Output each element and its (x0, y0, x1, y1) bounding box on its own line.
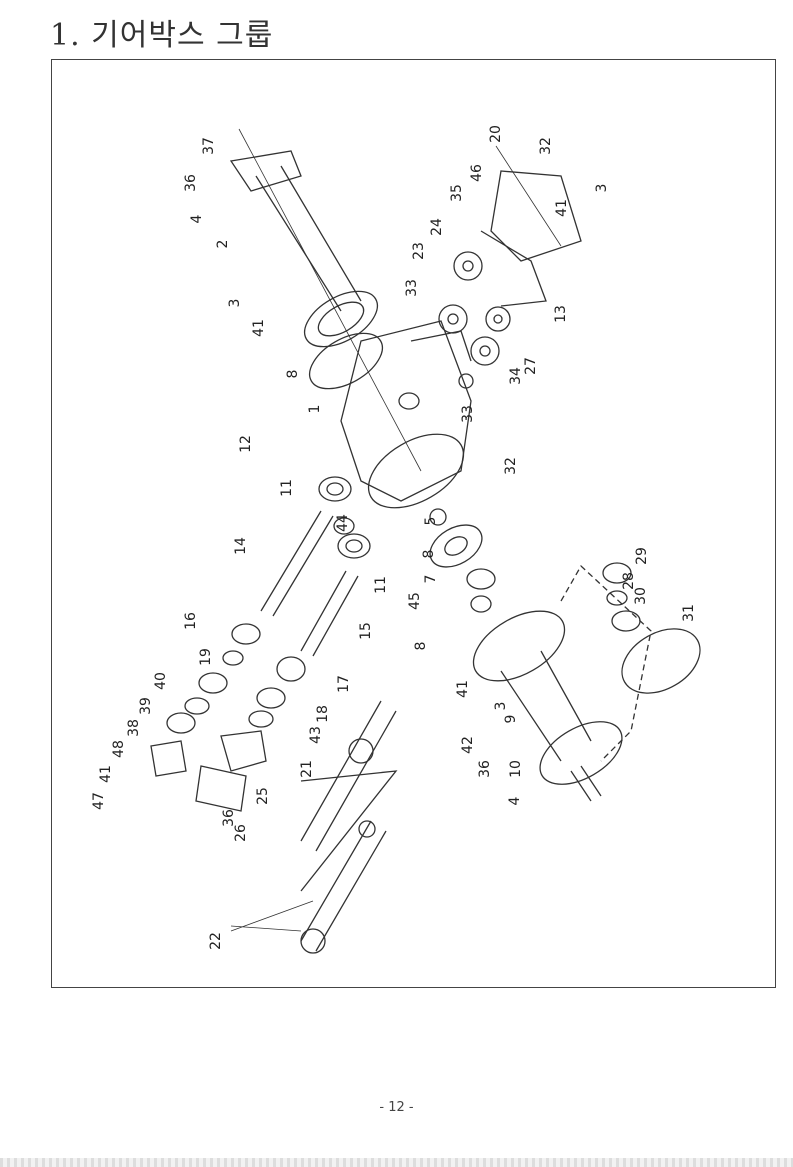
part-number-label: 27 (523, 357, 539, 375)
part-number-label: 17 (336, 675, 352, 693)
part-number-label: 33 (404, 279, 420, 297)
part-number-label: 23 (411, 242, 427, 260)
part-number-label: 32 (538, 137, 554, 155)
part-number-label: 35 (449, 184, 465, 202)
part-number-label: 9 (503, 714, 519, 724)
part-number-label: 29 (634, 547, 650, 565)
gears-part (429, 170, 582, 568)
part-number-label: 14 (233, 537, 249, 555)
part-number-label: 46 (469, 164, 485, 182)
part-number-label: 7 (423, 574, 439, 584)
page-title: 1. 기어박스 그룹 (50, 18, 274, 53)
part-number-label: 45 (407, 592, 423, 610)
pto-shaft-part (300, 700, 398, 954)
part-number-label: 3 (227, 298, 243, 308)
part-number-label: 15 (358, 622, 374, 640)
part-number-label: 36 (183, 174, 199, 192)
part-number-label: 16 (183, 612, 199, 630)
part-number-label: 40 (153, 672, 169, 690)
lower-tube-part (466, 562, 701, 802)
part-number-label: 34 (508, 367, 524, 385)
gearbox-housing-part (340, 320, 472, 509)
leader-lines (230, 128, 562, 932)
part-number-label: 18 (315, 705, 331, 723)
part-number-label: 10 (508, 760, 524, 778)
part-number-label: 20 (488, 125, 504, 143)
part-number-label: 31 (681, 604, 697, 622)
part-number-label: 47 (91, 792, 107, 810)
part-number-label: 3 (594, 183, 610, 193)
part-number-label: 38 (126, 719, 142, 737)
part-number-label: 13 (553, 305, 569, 323)
part-number-label: 43 (308, 726, 324, 744)
part-number-label: 8 (413, 641, 429, 651)
part-number-label: 4 (189, 214, 205, 224)
part-number-label: 41 (98, 765, 114, 783)
page-number: - 12 - (379, 1100, 414, 1115)
part-number-label: 4 (507, 796, 523, 806)
part-number-label: 44 (335, 514, 351, 532)
part-number-label: 12 (238, 435, 254, 453)
shafts-bearings-part (150, 476, 371, 812)
part-number-label: 26 (233, 824, 249, 842)
part-number-label: 24 (429, 218, 445, 236)
part-number-label: 21 (299, 760, 315, 778)
part-number-label: 41 (251, 319, 267, 337)
part-number-label: 22 (208, 932, 224, 950)
part-number-label: 39 (138, 697, 154, 715)
part-number-label: 8 (285, 369, 301, 379)
part-number-label: 11 (373, 576, 389, 594)
gearbox-exploded-diagram (150, 128, 701, 954)
part-number-label: 41 (554, 199, 570, 217)
part-number-label: 36 (477, 760, 493, 778)
part-number-label: 48 (111, 740, 127, 758)
part-number-label: 1 (307, 404, 323, 414)
part-number-label: 8 (421, 549, 437, 559)
part-number-label: 41 (455, 680, 471, 698)
part-number-label: 42 (460, 736, 476, 754)
part-number-label: 32 (503, 457, 519, 475)
part-number-label: 2 (215, 239, 231, 249)
part-number-label: 30 (633, 587, 649, 605)
scan-edge-artifact (0, 1158, 793, 1167)
part-number-label: 25 (255, 787, 271, 805)
part-number-label: 3 (493, 701, 509, 711)
part-number-label: 11 (279, 479, 295, 497)
part-number-label: 19 (198, 648, 214, 666)
part-number-label: 33 (460, 405, 476, 423)
part-number-label: 37 (201, 137, 217, 155)
part-number-label: 5 (423, 516, 439, 526)
upper-tube-part (229, 150, 383, 390)
